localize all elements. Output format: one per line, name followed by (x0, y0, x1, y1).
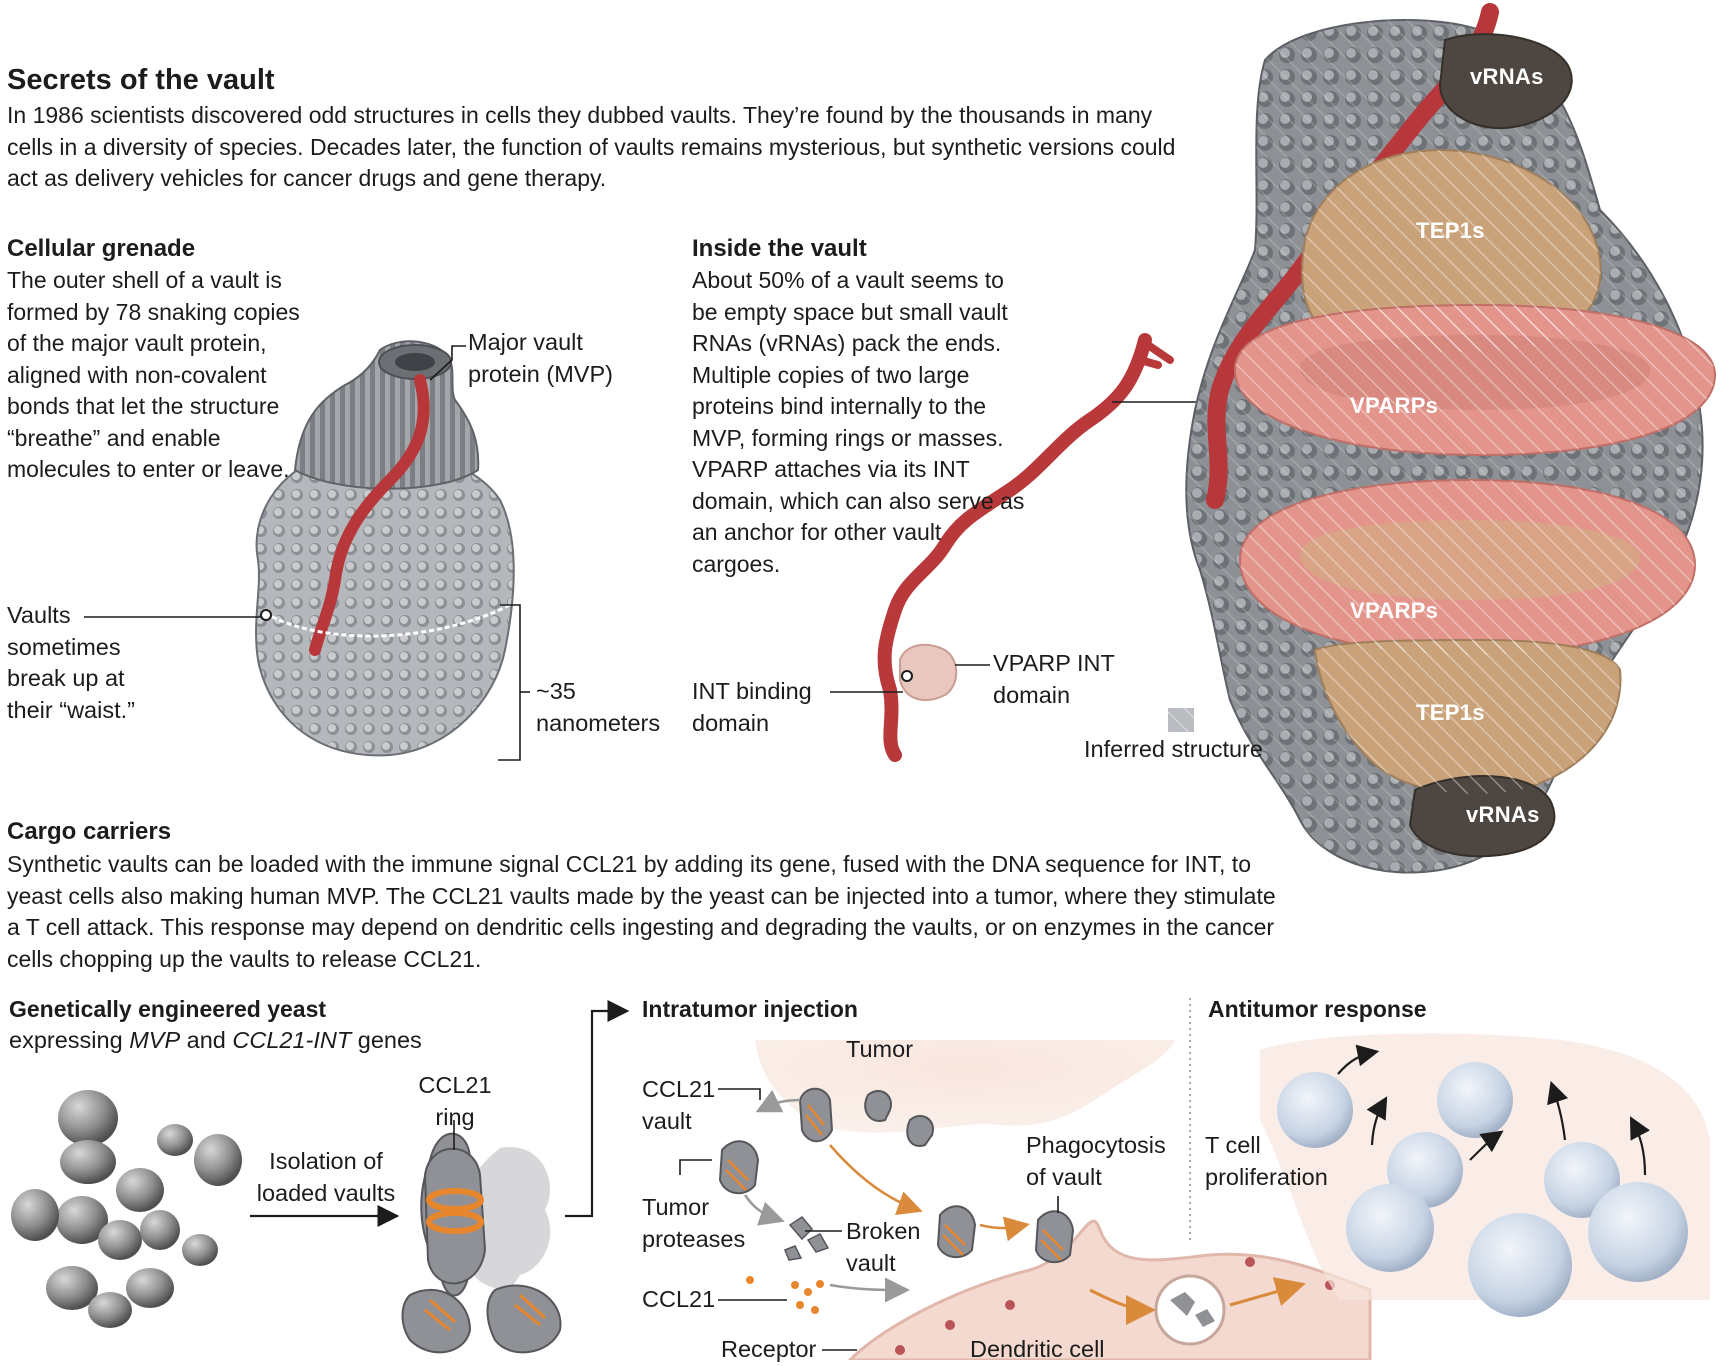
label-tep1s-top: TEP1s (1416, 218, 1485, 243)
vparp-int-strand (877, 333, 1174, 762)
dendritic-cell (847, 1219, 1372, 1360)
label-vparp-int: VPARP INT domain (993, 650, 1115, 708)
label-isolation: Isolation of loaded vaults (256, 1148, 396, 1206)
yeast-heading: Genetically engineered yeast (9, 996, 327, 1022)
legend-inferred-structure: Inferred structure (1084, 736, 1263, 762)
grenade-heading: Cellular grenade (7, 235, 196, 262)
label-ccl21-ring: CCL21 ring (418, 1072, 492, 1130)
yeast-subtitle: expressing MVP and CCL21-INT genes (9, 1027, 422, 1053)
inside-heading: Inside the vault (692, 235, 867, 262)
cargo-text: Synthetic vaults can be loaded with the … (7, 851, 1276, 972)
label-tumor-proteases: Tumor proteases (642, 1194, 746, 1252)
label-vparps-top: VPARPs (1350, 393, 1439, 418)
page-title: Secrets of the vault (7, 64, 275, 96)
label-tumor: Tumor (846, 1036, 914, 1062)
label-broken-vault: Broken vault (846, 1218, 921, 1276)
label-mvp: Major vault protein (MVP) (468, 329, 613, 387)
label-size: ~35 nanometers (536, 678, 661, 736)
label-t-cell-proliferation: T cell proliferation (1205, 1132, 1328, 1190)
label-phagocytosis: Phagocytosis of vault (1026, 1132, 1166, 1190)
label-waist: Vaults sometimes break up at their “wais… (7, 602, 135, 723)
yeast-cells (11, 1090, 242, 1328)
label-int-binding: INT binding domain (692, 678, 812, 736)
label-ccl21: CCL21 (642, 1286, 716, 1312)
vault-cross-section (1185, 3, 1717, 874)
inside-text: About 50% of a vault seems to be empty s… (692, 267, 1025, 577)
label-receptor: Receptor (721, 1336, 817, 1362)
label-tep1s-bottom: TEP1s (1416, 700, 1485, 725)
label-ccl21-vault: CCL21 vault (642, 1076, 716, 1134)
antitumor-heading: Antitumor response (1208, 996, 1427, 1022)
tumor-region (755, 1040, 1175, 1133)
label-dendritic-cell: Dendritic cell (970, 1336, 1105, 1362)
label-vrnas-top: vRNAs (1470, 64, 1544, 89)
tumor-vaults (718, 1087, 1075, 1314)
grenade-text: The outer shell of a vault is formed by … (7, 267, 300, 482)
label-vrnas-bottom: vRNAs (1466, 802, 1540, 827)
injection-heading: Intratumor injection (642, 996, 858, 1022)
t-cells (1260, 1033, 1710, 1317)
label-vparps-bottom: VPARPs (1350, 598, 1439, 623)
loaded-vault (401, 1132, 562, 1354)
intro-text: In 1986 scientists discovered odd struct… (7, 102, 1176, 191)
cargo-heading: Cargo carriers (7, 818, 172, 845)
